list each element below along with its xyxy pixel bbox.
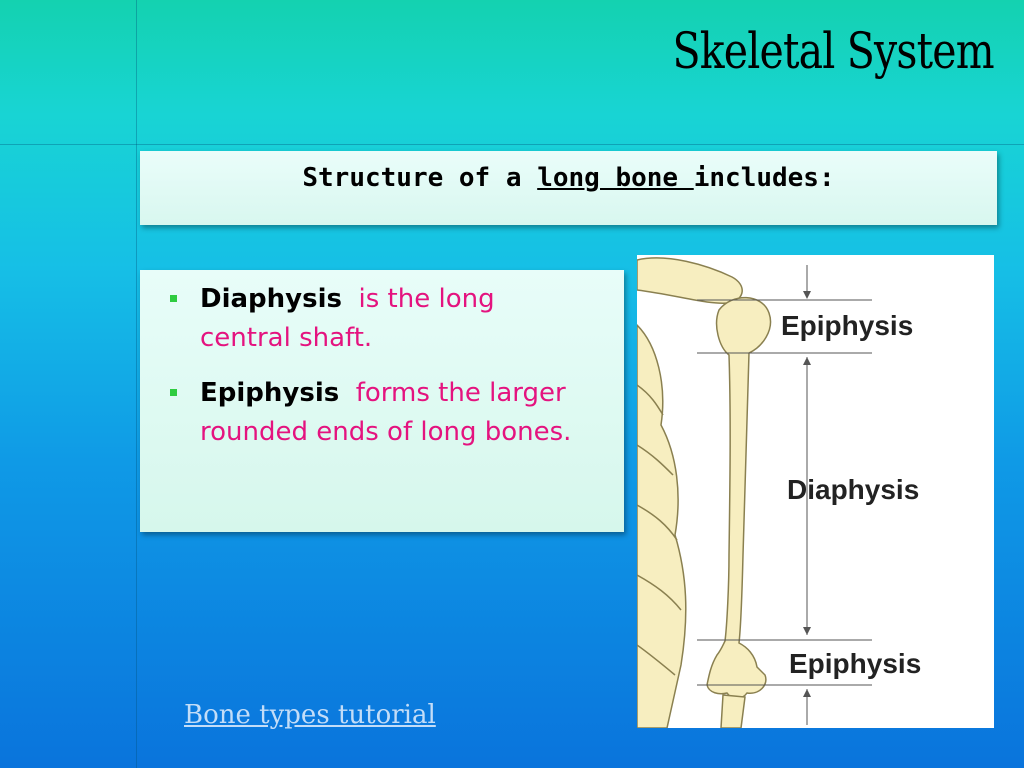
forearm-shape (720, 694, 746, 728)
bullet-term: Diaphysis (200, 284, 342, 314)
humerus-illustration: Epiphysis Diaphysis Epiphysis (637, 257, 921, 728)
slide-title: Skeletal System (672, 22, 995, 80)
label-epiphysis-top: Epiphysis (781, 310, 913, 341)
subtitle-underlined: long bone (537, 163, 694, 193)
label-epiphysis-bottom: Epiphysis (789, 648, 921, 679)
bullet-list: Diaphysis is the long central shaft. Epi… (170, 280, 580, 468)
shoulder-shape (637, 257, 743, 305)
long-bone-diagram: Epiphysis Diaphysis Epiphysis (637, 255, 994, 728)
ribcage-shape (637, 323, 687, 728)
bullet-item-diaphysis: Diaphysis is the long central shaft. (170, 280, 580, 358)
slide-guide-vertical (136, 0, 137, 768)
bone-types-tutorial-link[interactable]: Bone types tutorial (184, 700, 436, 730)
subtitle-suffix: includes: (693, 163, 835, 193)
subtitle: Structure of a long bone includes: (140, 163, 997, 193)
bullet-item-epiphysis: Epiphysis forms the larger rounded ends … (170, 374, 580, 452)
label-diaphysis: Diaphysis (787, 474, 919, 505)
subtitle-prefix: Structure of a (302, 163, 538, 193)
humerus-shape (706, 296, 772, 699)
bullet-description: forms the larger rounded ends of long bo… (200, 378, 572, 447)
measurement-lines (697, 265, 872, 725)
bullet-description: is the long central shaft. (200, 284, 495, 353)
slide-guide-horizontal (0, 144, 1024, 145)
bullet-marker-icon (170, 295, 177, 302)
subtitle-box: Structure of a long bone includes: (140, 151, 997, 225)
bullet-term: Epiphysis (200, 378, 340, 408)
content-box: Diaphysis is the long central shaft. Epi… (140, 270, 624, 532)
measurement-arrows (803, 291, 811, 697)
bullet-marker-icon (170, 389, 177, 396)
figure-labels: Epiphysis Diaphysis Epiphysis (781, 310, 921, 679)
